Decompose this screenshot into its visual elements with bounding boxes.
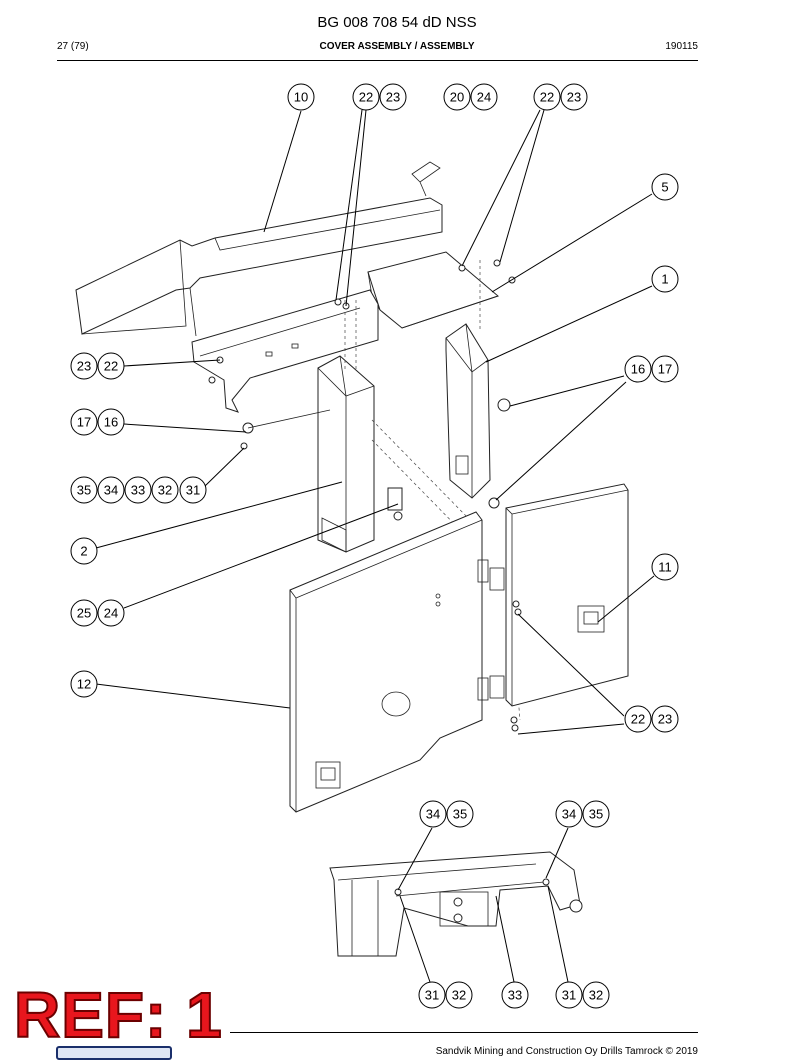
svg-text:35: 35	[589, 807, 603, 822]
balloon-32: 32	[151, 476, 179, 504]
svg-text:25: 25	[77, 606, 91, 621]
svg-text:10: 10	[294, 90, 308, 105]
page-number: 27 (79)	[57, 41, 89, 52]
bracket	[191, 289, 379, 413]
post-part-1	[445, 323, 491, 499]
balloon-25: 25	[70, 599, 98, 627]
balloon-23: 23	[379, 83, 407, 111]
svg-text:23: 23	[386, 90, 400, 105]
svg-text:35: 35	[77, 483, 91, 498]
balloon-11: 11	[651, 553, 679, 581]
svg-text:31: 31	[562, 988, 576, 1003]
balloon-31: 31	[555, 981, 583, 1009]
svg-text:16: 16	[631, 362, 645, 377]
header-rule	[57, 60, 698, 61]
svg-text:24: 24	[477, 90, 491, 105]
balloon-16: 16	[97, 408, 125, 436]
section-title: COVER ASSEMBLY / ASSEMBLY	[319, 41, 475, 52]
svg-text:17: 17	[77, 415, 91, 430]
svg-text:22: 22	[631, 712, 645, 727]
balloon-31: 31	[179, 476, 207, 504]
balloon-10: 10	[287, 83, 315, 111]
svg-text:34: 34	[562, 807, 576, 822]
svg-text:35: 35	[453, 807, 467, 822]
balloon-12: 12	[70, 670, 98, 698]
svg-text:24: 24	[104, 606, 118, 621]
balloon-31: 31	[418, 981, 446, 1009]
svg-text:12: 12	[77, 677, 91, 692]
balloon-22: 22	[624, 705, 652, 733]
post-part-2	[317, 355, 375, 553]
svg-text:22: 22	[104, 359, 118, 374]
detail-view	[329, 851, 583, 957]
balloon-33: 33	[501, 981, 529, 1009]
svg-text:31: 31	[425, 988, 439, 1003]
svg-text:2: 2	[80, 544, 87, 559]
footer-rule	[230, 1032, 698, 1033]
svg-text:34: 34	[426, 807, 440, 822]
balloon-35: 35	[70, 476, 98, 504]
balloon-23: 23	[560, 83, 588, 111]
plate-part-5	[367, 251, 500, 329]
balloon-22: 22	[97, 352, 125, 380]
balloon-1: 1	[651, 265, 679, 293]
door-part-12	[289, 511, 489, 813]
svg-text:22: 22	[540, 90, 554, 105]
balloon-20: 20	[443, 83, 471, 111]
svg-text:16: 16	[104, 415, 118, 430]
document-number: BG 008 708 54 dD NSS	[317, 14, 477, 31]
svg-text:33: 33	[131, 483, 145, 498]
balloon-32: 32	[582, 981, 610, 1009]
balloon-17: 17	[70, 408, 98, 436]
svg-text:1: 1	[661, 272, 668, 287]
svg-text:32: 32	[158, 483, 172, 498]
balloon-24: 24	[470, 83, 498, 111]
balloon-16: 16	[624, 355, 652, 383]
balloon-34: 34	[555, 800, 583, 828]
balloon-24: 24	[97, 599, 125, 627]
company-logo	[56, 1046, 172, 1060]
balloon-23: 23	[651, 705, 679, 733]
ref-stamp: REF: 1	[13, 979, 223, 1051]
copyright-text: Sandvik Mining and Construction Oy Drill…	[435, 1046, 698, 1057]
balloon-32: 32	[445, 981, 473, 1009]
balloon-33: 33	[124, 476, 152, 504]
svg-text:23: 23	[77, 359, 91, 374]
balloon-34: 34	[97, 476, 125, 504]
svg-text:5: 5	[661, 180, 668, 195]
balloon-22: 22	[352, 83, 380, 111]
svg-text:34: 34	[104, 483, 118, 498]
date-code: 190115	[665, 41, 698, 52]
door-part-11	[489, 483, 629, 707]
cover-part-10	[75, 197, 443, 337]
svg-text:23: 23	[567, 90, 581, 105]
svg-text:22: 22	[359, 90, 373, 105]
svg-text:17: 17	[658, 362, 672, 377]
balloon-34: 34	[419, 800, 447, 828]
svg-text:31: 31	[186, 483, 200, 498]
balloon-35: 35	[446, 800, 474, 828]
svg-text:32: 32	[589, 988, 603, 1003]
svg-text:20: 20	[450, 90, 464, 105]
svg-text:11: 11	[658, 560, 672, 575]
svg-text:32: 32	[452, 988, 466, 1003]
balloon-5: 5	[651, 173, 679, 201]
balloon-2: 2	[70, 537, 98, 565]
leader-lines	[95, 109, 655, 983]
svg-text:33: 33	[508, 988, 522, 1003]
balloon-22: 22	[533, 83, 561, 111]
balloon-35: 35	[582, 800, 610, 828]
svg-text:23: 23	[658, 712, 672, 727]
balloon-23: 23	[70, 352, 98, 380]
balloon-17: 17	[651, 355, 679, 383]
